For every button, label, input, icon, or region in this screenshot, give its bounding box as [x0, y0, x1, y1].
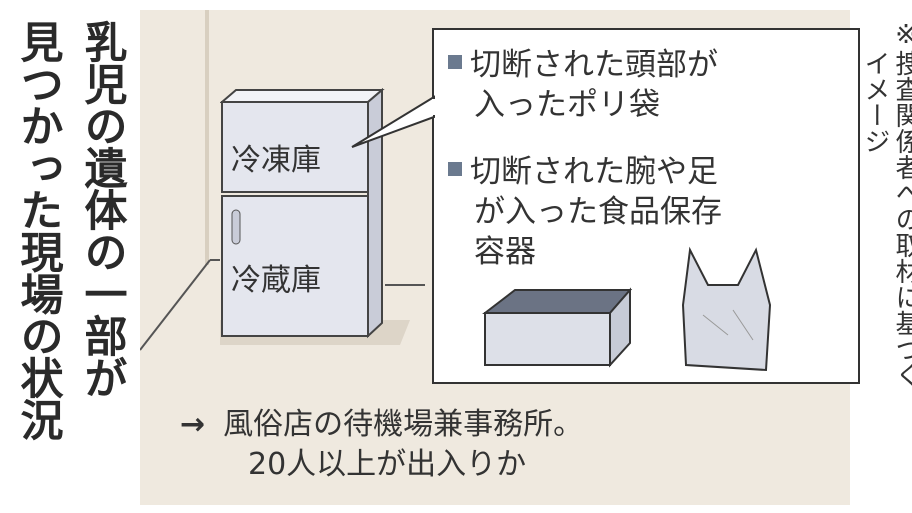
- item-text: 入ったポリ袋: [474, 87, 660, 123]
- wall-corner: [205, 10, 209, 265]
- refrigerator-label: 冷蔵庫: [231, 263, 321, 298]
- food-container-icon: [482, 287, 633, 368]
- freezer-label: 冷凍庫: [231, 143, 321, 178]
- location-line-2: 20人以上が出入りか: [248, 447, 527, 482]
- arrow-right-icon: →: [180, 407, 206, 442]
- title-line-1: 乳児の遺体の一部が: [77, 20, 127, 398]
- bullet-icon: [448, 162, 462, 176]
- item-text: が入った食品保存: [474, 194, 722, 230]
- source-note: ※捜査関係者への取材に基づく: [891, 20, 912, 388]
- item-text: 容器: [474, 234, 536, 270]
- item-text: 切断された腕や足: [470, 154, 718, 190]
- bullet-icon: [448, 55, 462, 69]
- callout-pointer: [351, 95, 436, 148]
- plastic-bag-icon: [681, 246, 772, 372]
- image-note: イメージ: [860, 50, 890, 154]
- location-description: → 風俗店の待機場兼事務所。 20人以上が出入りか: [180, 405, 583, 485]
- callout-item-limbs: 切断された腕や足 が入った食品保存 容器: [448, 152, 722, 272]
- title-line-2: 見つかった現場の状況: [13, 20, 63, 440]
- location-line-1: 風俗店の待機場兼事務所。: [223, 407, 584, 442]
- callout-item-head: 切断された頭部が 入ったポリ袋: [448, 45, 718, 125]
- item-text: 切断された頭部が: [470, 47, 718, 83]
